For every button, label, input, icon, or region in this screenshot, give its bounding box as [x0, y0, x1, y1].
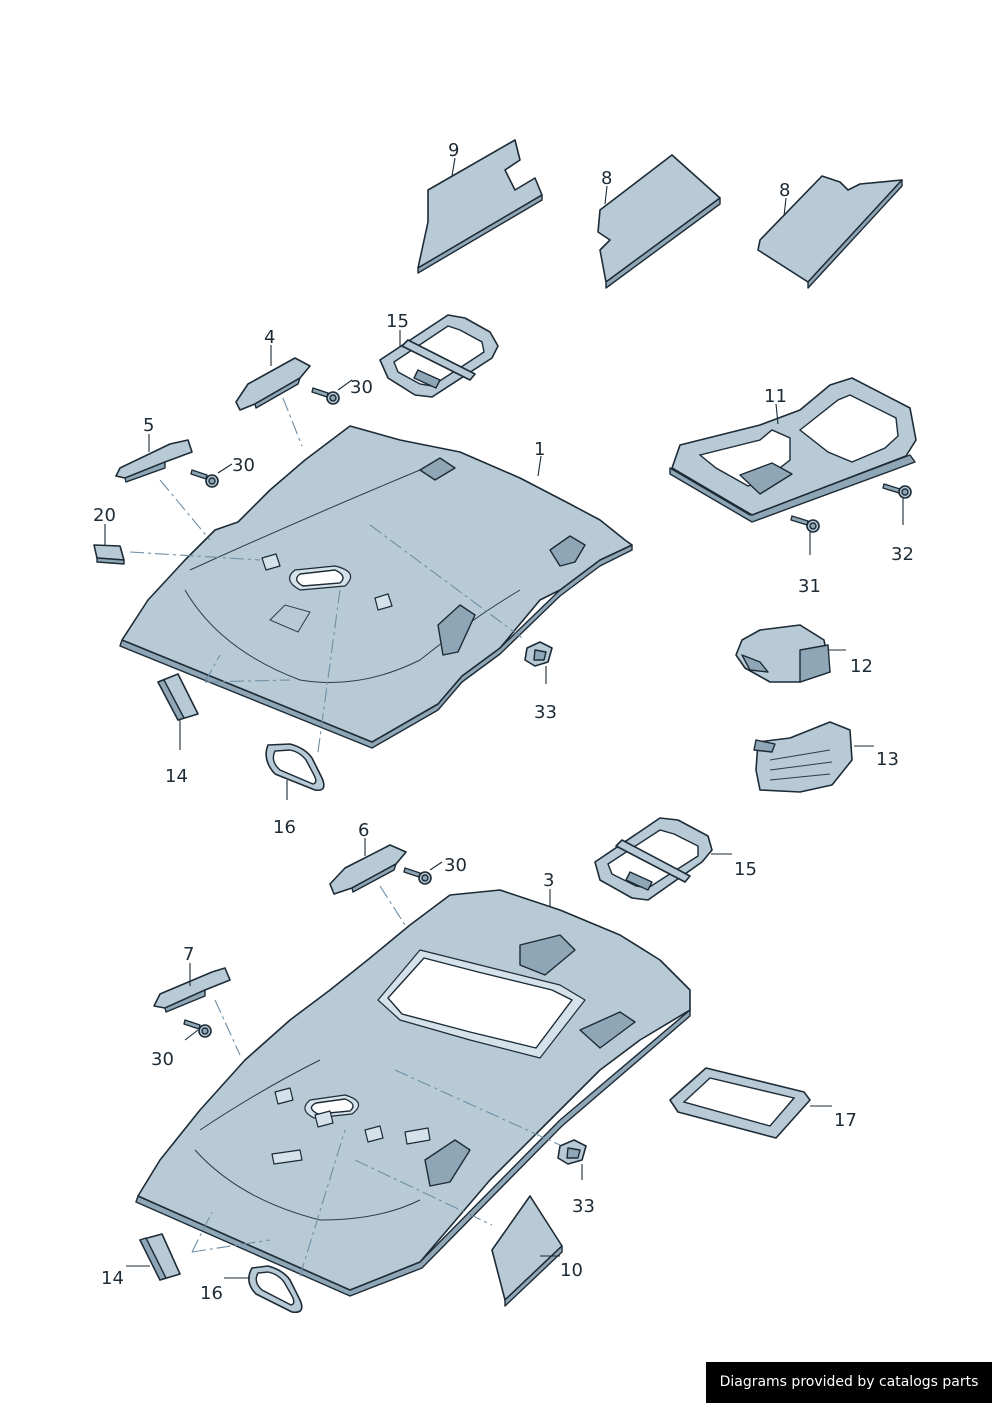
credit-banner: Diagrams provided by catalogs parts: [706, 1362, 992, 1403]
cover-12: [735, 624, 831, 683]
bolt-30-bottom-b: [183, 1019, 212, 1038]
pad-20: [93, 544, 125, 565]
damper-top: [157, 673, 199, 721]
callout-labels: 9 8 8 15 4 30 5 30 1 11 20 32 31 12 33 1…: [93, 140, 914, 1304]
insulation-mat-8b: [757, 175, 903, 289]
bolt-30-top-b: [190, 469, 219, 488]
callout-5: 5: [143, 415, 154, 436]
pad-10: [491, 1195, 563, 1307]
callout-33-bottom: 33: [572, 1196, 595, 1217]
frame-15-bottom: [594, 817, 713, 901]
insulation-mat-8a: [597, 154, 721, 289]
callout-13: 13: [876, 749, 899, 770]
seal-bottom: [248, 1265, 303, 1314]
callout-20: 20: [93, 505, 116, 526]
callout-3: 3: [543, 870, 554, 891]
bolt-30-top-a: [311, 387, 340, 405]
cover-13: [753, 721, 853, 793]
grab-handle-4: [235, 357, 311, 411]
callout-11: 11: [764, 386, 787, 407]
callout-6: 6: [358, 820, 369, 841]
callout-32: 32: [891, 544, 914, 565]
clip-33-bottom: [557, 1139, 587, 1165]
callout-1: 1: [534, 439, 545, 460]
callout-31: 31: [798, 576, 821, 597]
callout-30-bottom-a: 30: [444, 855, 467, 876]
callout-10: 10: [560, 1260, 583, 1281]
grab-handle-5: [115, 439, 193, 483]
callout-30-bottom-b: 30: [151, 1049, 174, 1070]
callout-14-top: 14: [165, 766, 188, 787]
console-frame-11: [669, 377, 917, 523]
callout-8a: 8: [601, 168, 612, 189]
grab-handle-6: [329, 844, 407, 895]
headliner-top: [119, 425, 633, 749]
screw-31: [790, 515, 820, 533]
callout-30-top-b: 30: [232, 455, 255, 476]
frame-15-top: [379, 314, 499, 398]
headliner-bottom: [135, 889, 691, 1297]
callout-33-top: 33: [534, 702, 557, 723]
bolt-30-bottom-a: [403, 867, 432, 885]
screw-32: [882, 483, 912, 499]
callout-4: 4: [264, 327, 275, 348]
clip-33-top: [524, 641, 553, 667]
callout-15-bottom: 15: [734, 859, 757, 880]
callout-7: 7: [183, 944, 194, 965]
assembly-lines: [129, 397, 561, 1277]
callout-15-top: 15: [386, 311, 409, 332]
grab-handle-7: [153, 967, 231, 1013]
callout-16-top: 16: [273, 817, 296, 838]
callout-30-top-a: 30: [350, 377, 373, 398]
seal-top: [265, 743, 325, 792]
callout-12: 12: [850, 656, 873, 677]
callout-14-bottom: 14: [101, 1268, 124, 1289]
callout-17: 17: [834, 1110, 857, 1131]
callout-16-bottom: 16: [200, 1283, 223, 1304]
insulation-mat-9: [417, 139, 543, 274]
callout-8b: 8: [779, 180, 790, 201]
leader-lines: [104, 157, 904, 1279]
sunroof-seal-17: [669, 1067, 811, 1139]
callout-9: 9: [448, 140, 459, 161]
damper-bottom: [139, 1233, 181, 1281]
